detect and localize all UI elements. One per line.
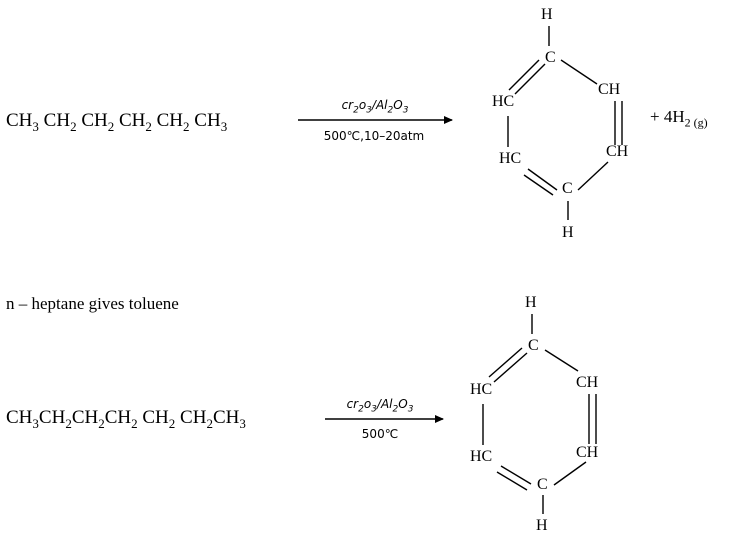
ring1-bond-top-upperright [560,59,598,85]
ring1-bond-top-double-b [514,63,546,95]
ring1-bottom-c: C [562,180,573,197]
reaction2-catalyst-label: cr2o3/Al2O3 [346,397,414,415]
reaction2-conditions-label: 500℃ [361,427,399,441]
ring2-bond-top-double-b [493,352,528,383]
reaction2-reactant-formula: CH3CH2CH2CH2 CH2 CH2CH3 [6,407,246,431]
ring2-bottom-c: C [537,476,548,493]
ring2-bond-bottom-double-a [500,465,532,485]
ring2-upper-left-hc: HC [470,381,493,398]
reaction1-conditions-label: 500℃,10–20atm [323,129,425,143]
ring1-bond-lowerright-bottom [577,161,609,191]
reaction1-catalyst-label: cr2o3/Al2O3 [341,98,409,116]
ring2-bottom-h: H [536,517,548,534]
reaction1-hydrogen-byproduct: + 4H2 (g) [650,107,708,130]
ring2-bond-lowerright-bottom [553,461,587,486]
ring2-upper-right-ch: CH [576,374,599,391]
ring1-bottom-h: H [562,224,574,241]
ring2-top-h: H [525,294,537,311]
ring1-upper-right-ch: CH [598,81,621,98]
reaction1-reactant-formula: CH3 CH2 CH2 CH2 CH2 CH3 [6,110,228,134]
ring1-top-c: C [545,49,556,66]
ring2-bond-bottom-double-b [496,471,528,491]
ring1-bond-bottom-double-a [527,168,558,191]
ring2-lower-left-hc: HC [470,448,493,465]
ring2-lower-right-ch: CH [576,444,599,461]
ring1-bond-bottom-double-b [523,174,554,196]
caption-heptane-toluene: n – heptane gives toluene [6,294,179,313]
ring1-lower-left-hc: HC [499,150,522,167]
ring2-bond-top-double-a [488,347,523,378]
ring1-bond-top-double-a [508,59,540,91]
ring1-top-h: H [541,6,553,23]
ring2-top-c: C [528,337,539,354]
ring1-upper-left-hc: HC [492,93,515,110]
ring1-lower-right-ch: CH [606,143,629,160]
ring2-bond-top-upperright [544,349,579,372]
